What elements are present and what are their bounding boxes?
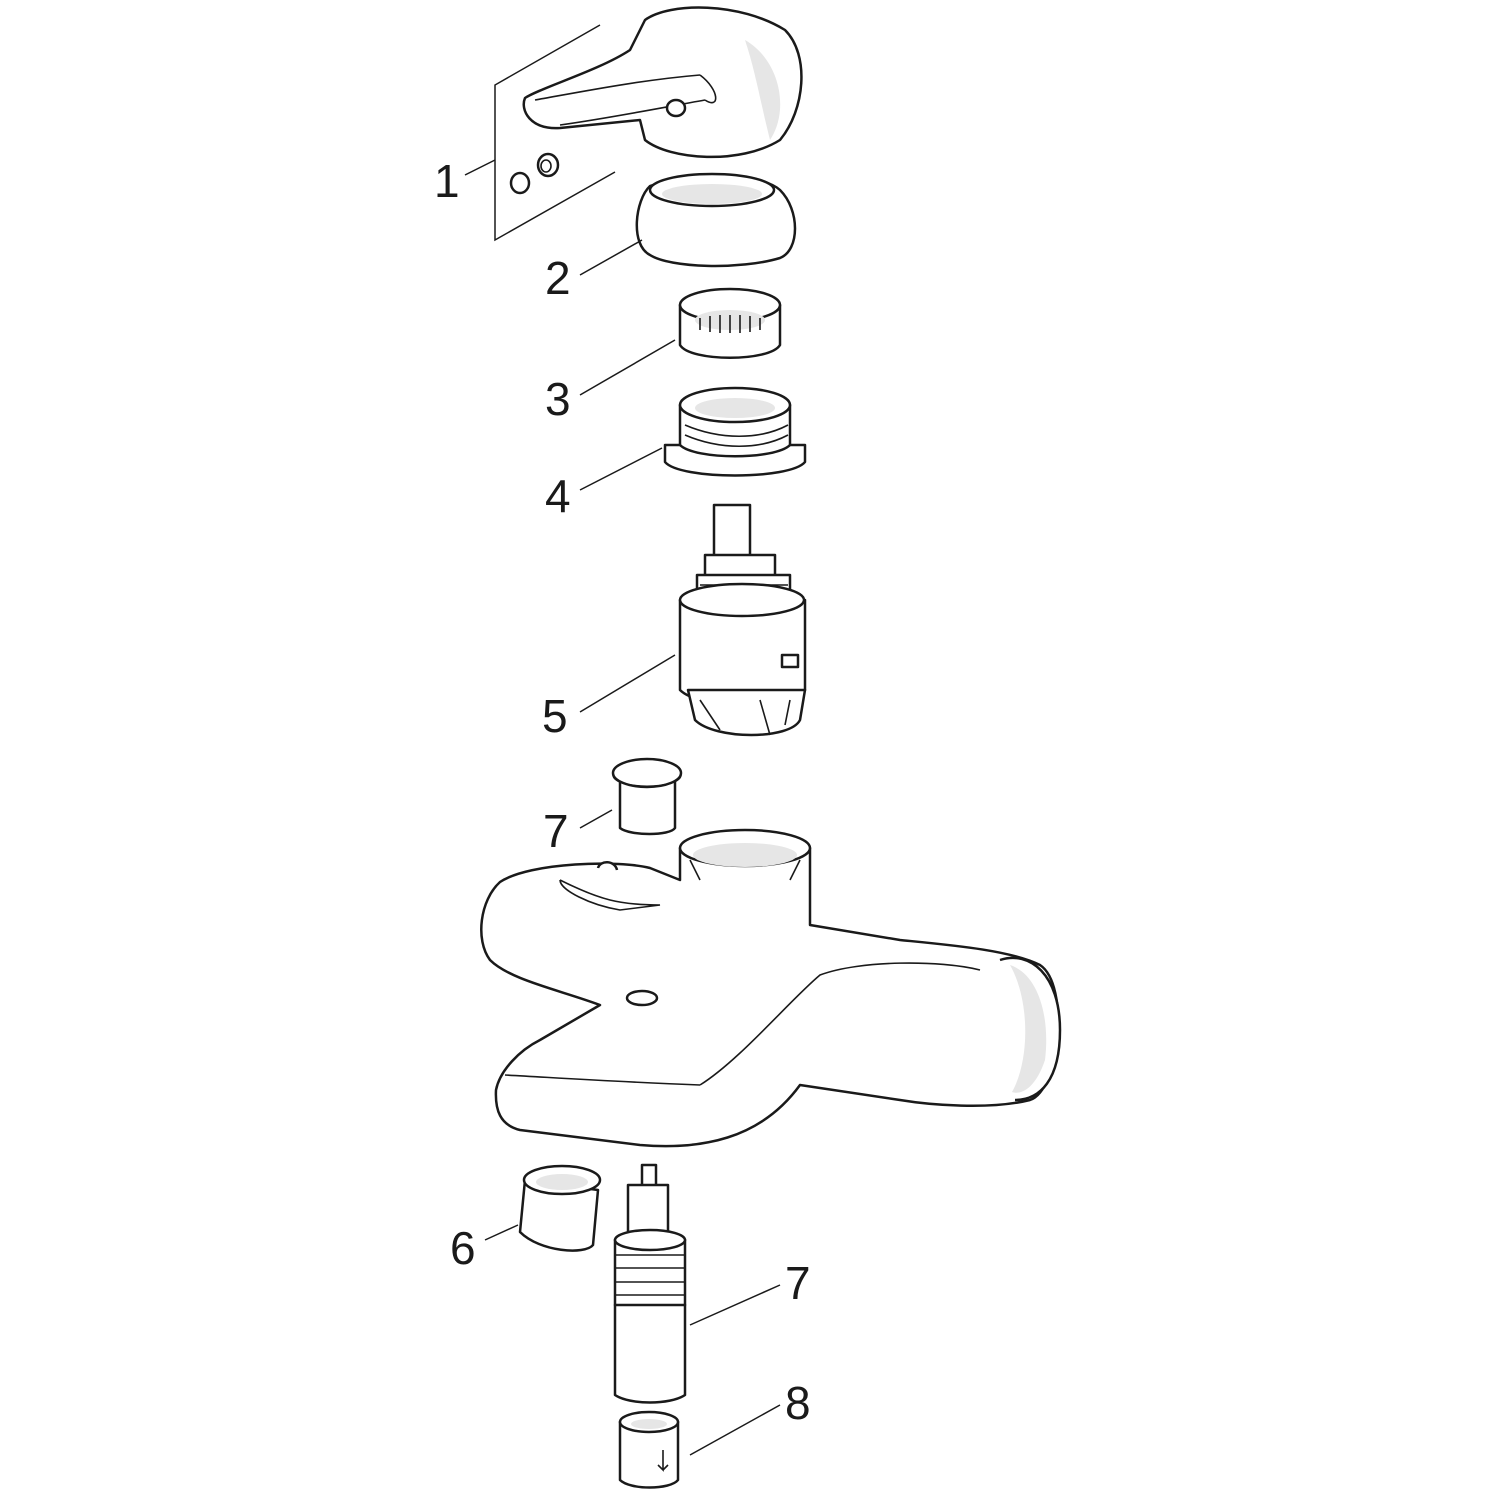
callout-4: 4	[545, 470, 571, 522]
part-1-set-screw	[509, 152, 560, 195]
part-1-lever-handle	[522, 6, 803, 159]
callout-5: 5	[542, 690, 568, 742]
callout-1: 1	[434, 155, 460, 207]
callout-7-upper: 7	[543, 805, 569, 857]
callout-6: 6	[450, 1222, 476, 1274]
mixer-body	[480, 828, 1062, 1148]
part-8-check-valve	[618, 1410, 680, 1489]
part-7-plug-cap	[611, 757, 683, 836]
leader-lines	[464, 159, 781, 1456]
callout-7-lower: 7	[785, 1257, 811, 1309]
callout-8: 8	[785, 1377, 811, 1429]
callout-2: 2	[545, 252, 571, 304]
part-2-cover-sleeve	[635, 172, 797, 268]
part-6-aerator	[518, 1164, 602, 1252]
part-1-bracket	[494, 24, 616, 242]
part-4-cartridge-nut	[663, 386, 807, 477]
part-7-diverter-cartridge	[613, 1163, 687, 1404]
part-5-ceramic-cartridge	[678, 503, 807, 737]
callout-3: 3	[545, 373, 571, 425]
part-3-splined-adapter	[678, 287, 782, 359]
